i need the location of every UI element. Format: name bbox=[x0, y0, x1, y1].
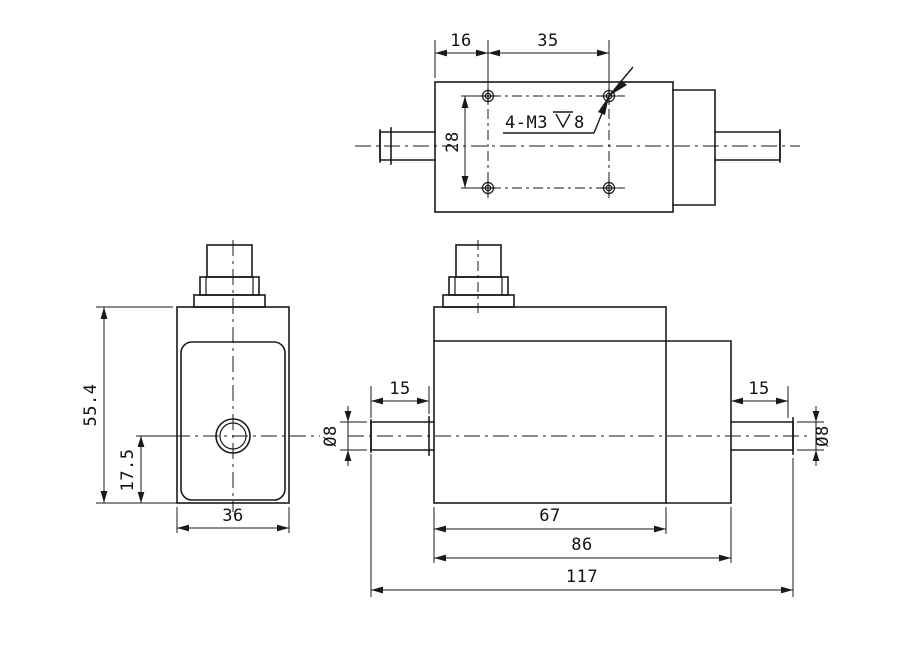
arrow-15r-right bbox=[776, 397, 788, 405]
dim-label-dia8-left: Ø8 bbox=[321, 425, 341, 446]
top-view: 16 35 28 4-M3 8 bbox=[355, 31, 800, 213]
arrow-15r-left bbox=[731, 397, 743, 405]
left-end-view: 55.4 17.5 36 bbox=[81, 240, 320, 533]
top-view-body-outline bbox=[434, 81, 674, 213]
dim-label-28: 28 bbox=[443, 131, 463, 152]
arrow-67-left bbox=[434, 525, 446, 533]
dim-label-117: 117 bbox=[566, 567, 598, 587]
thread-note-leader-arrow bbox=[598, 96, 609, 115]
arrow-16-left bbox=[435, 49, 447, 57]
dim-label-175: 17.5 bbox=[118, 449, 138, 492]
front-view: 15 15 Ø8 Ø8 67 86 bbox=[321, 240, 833, 597]
arrow-117-right bbox=[781, 586, 793, 594]
arrow-35-right bbox=[597, 49, 609, 57]
arrow-35-left bbox=[488, 49, 500, 57]
dim-label-554: 55.4 bbox=[81, 384, 101, 427]
tapped-hole-bottom-right bbox=[601, 180, 617, 196]
arrow-16-right bbox=[476, 49, 488, 57]
arrow-dia8l-bottom bbox=[344, 450, 352, 461]
dim-label-16: 16 bbox=[450, 31, 471, 51]
front-view-right-step-block bbox=[665, 340, 732, 504]
arrow-175-bottom bbox=[137, 492, 145, 503]
arrow-36-right bbox=[277, 524, 289, 532]
front-view-body-outline bbox=[433, 306, 667, 504]
dim-label-15-left: 15 bbox=[389, 379, 410, 399]
dim-label-86: 86 bbox=[571, 535, 592, 555]
top-view-right-boss bbox=[672, 89, 716, 206]
dim-label-67: 67 bbox=[539, 506, 560, 526]
thread-note-label: 4-M3 bbox=[505, 113, 548, 133]
tapped-hole-top-left bbox=[480, 88, 496, 104]
dim-label-15-right: 15 bbox=[748, 379, 769, 399]
arrow-554-bottom bbox=[100, 491, 108, 503]
arrow-28-bottom bbox=[461, 176, 469, 188]
dim-label-35: 35 bbox=[537, 31, 558, 51]
arrow-86-left bbox=[434, 554, 446, 562]
thread-depth-label: 8 bbox=[574, 113, 585, 133]
arrow-dia8r-bottom bbox=[812, 450, 820, 461]
thread-note-leader-arrow-2 bbox=[609, 80, 627, 96]
left-view-connector-mid bbox=[199, 276, 260, 296]
tapped-hole-bottom-left bbox=[480, 180, 496, 196]
left-view-connector-base bbox=[193, 294, 266, 308]
arrow-175-top bbox=[137, 436, 145, 447]
arrow-117-left bbox=[371, 586, 383, 594]
arrow-554-top bbox=[100, 307, 108, 319]
arrow-28-top bbox=[461, 96, 469, 108]
arrow-36-left bbox=[177, 524, 189, 532]
arrow-15l-right bbox=[417, 397, 429, 405]
dim-label-36: 36 bbox=[222, 506, 243, 526]
left-view-connector-cap bbox=[206, 244, 253, 278]
arrow-dia8l-top bbox=[344, 411, 352, 422]
arrow-dia8r-top bbox=[812, 411, 820, 422]
arrow-67-right bbox=[654, 525, 666, 533]
depth-symbol-icon bbox=[553, 111, 573, 129]
dim-label-dia8-right: Ø8 bbox=[813, 425, 833, 446]
arrow-15l-left bbox=[371, 397, 383, 405]
arrow-86-right bbox=[719, 554, 731, 562]
